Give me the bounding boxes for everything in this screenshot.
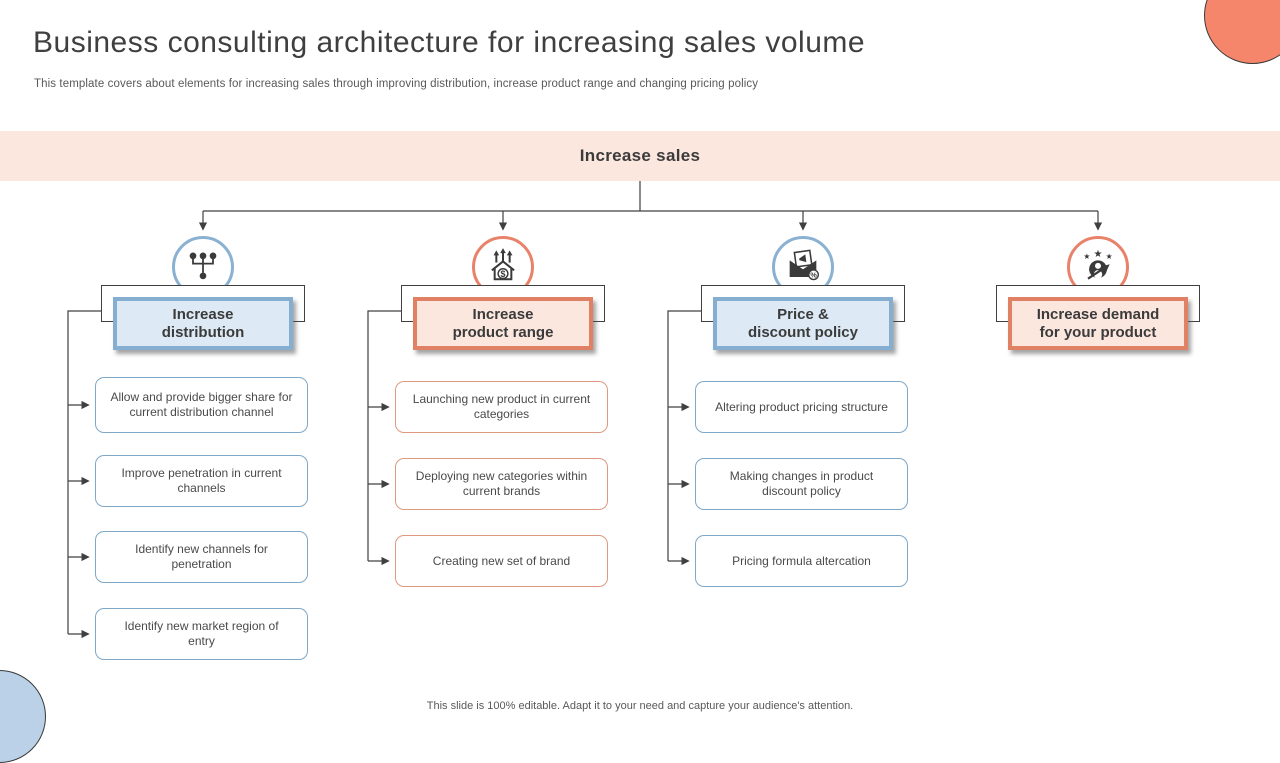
svg-text:★: ★ <box>1083 252 1090 261</box>
root-node-increase-sales: Increase sales <box>0 131 1280 181</box>
branch-header-label: Increase <box>472 305 534 323</box>
child-node: Improve penetration in current channels <box>95 455 308 507</box>
distribution-network-icon <box>189 252 217 280</box>
child-node: Pricing formula altercation <box>695 535 908 587</box>
connector-lines <box>67 181 1103 639</box>
branch-header-label: product range <box>452 323 554 341</box>
branch-header-label: Increase <box>172 305 234 323</box>
child-node: Identify new channels for penetration <box>95 531 308 583</box>
branch-header-label: Increase demand <box>1036 305 1160 323</box>
branch-header-label: Price & <box>777 305 829 323</box>
branch-header-label: discount policy <box>747 323 858 341</box>
child-node: Deploying new categories within current … <box>395 458 608 510</box>
page-title: Business consulting architecture for inc… <box>33 26 866 59</box>
svg-text:★: ★ <box>1106 252 1113 261</box>
child-node: Allow and provide bigger share for curre… <box>95 377 308 433</box>
child-node: Launching new product in current categor… <box>395 381 608 433</box>
child-node: Making changes in product discount polic… <box>695 458 908 510</box>
branch-header-label: distribution <box>161 323 245 341</box>
root-node-label: Increase sales <box>579 146 701 165</box>
branch-header-price-discount-policy: Price & discount policy <box>713 297 893 350</box>
child-node: Identify new market region of entry <box>95 608 308 660</box>
branch-header-label: for your product <box>1039 323 1157 341</box>
customer-demand-icon: ★ ★ ★ <box>1083 249 1113 280</box>
branch-header-increase-distribution: Increase distribution <box>113 297 293 350</box>
branch-header-increase-demand: Increase demand for your product <box>1008 297 1188 350</box>
page-subtitle: This template covers about elements for … <box>34 78 759 90</box>
product-range-growth-icon: $ <box>491 248 515 281</box>
svg-text:%: % <box>810 270 817 279</box>
child-node: Creating new set of brand <box>395 535 608 587</box>
child-node: Altering product pricing structure <box>695 381 908 433</box>
footer-note: This slide is 100% editable. Adapt it to… <box>426 700 854 712</box>
branch-header-increase-product-range: Increase product range <box>413 297 593 350</box>
discount-offer-mail-icon: % <box>789 249 820 281</box>
svg-text:$: $ <box>501 269 506 279</box>
svg-text:★: ★ <box>1094 249 1103 260</box>
